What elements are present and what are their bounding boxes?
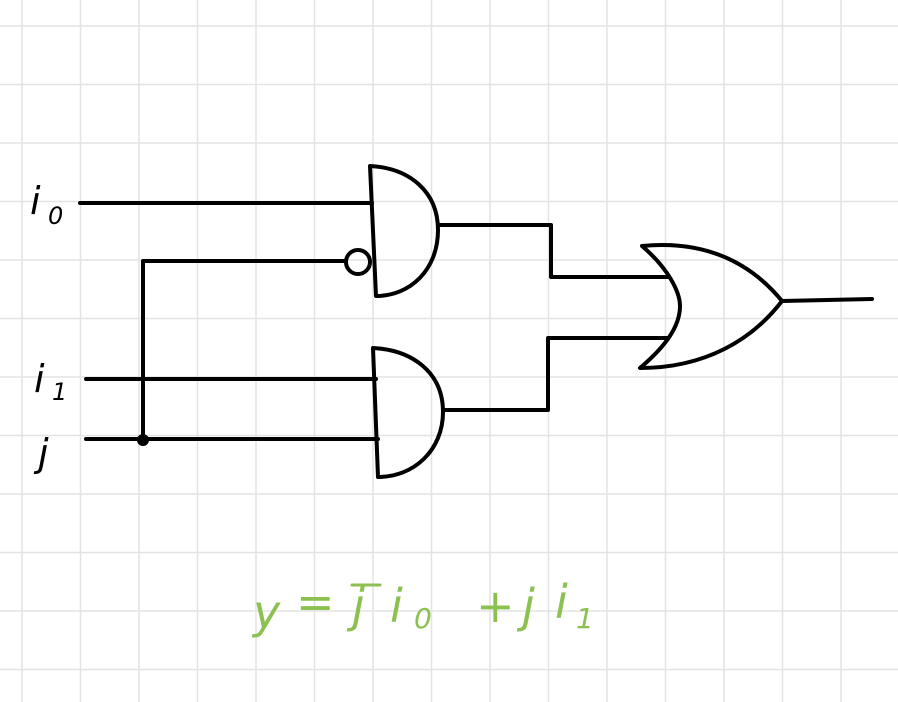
svg-text:i: i bbox=[390, 579, 403, 633]
svg-text:j: j bbox=[33, 431, 49, 475]
wire-top-and-out bbox=[437, 223, 670, 279]
wire-bottom-and-out bbox=[442, 336, 670, 412]
svg-text:=: = bbox=[296, 575, 335, 629]
inversion-bubble bbox=[344, 248, 372, 276]
svg-text:+: + bbox=[476, 579, 515, 633]
svg-text:y: y bbox=[251, 585, 281, 639]
svg-text:0: 0 bbox=[414, 602, 432, 635]
input-label-i0: i 0 bbox=[30, 179, 63, 230]
svg-text:i: i bbox=[555, 575, 568, 629]
svg-text:j: j bbox=[516, 579, 535, 633]
svg-text:i: i bbox=[34, 357, 45, 401]
wire-output bbox=[780, 297, 874, 303]
junction-dot bbox=[137, 434, 149, 446]
equation: y = j i 0 + j i 1 bbox=[251, 575, 594, 639]
or-gate bbox=[638, 243, 784, 370]
and-gate-top bbox=[368, 164, 440, 298]
svg-text:1: 1 bbox=[52, 378, 67, 406]
input-label-i1: i 1 bbox=[34, 357, 67, 406]
svg-text:1: 1 bbox=[576, 602, 594, 635]
input-label-j: j bbox=[33, 431, 49, 475]
svg-text:i: i bbox=[30, 179, 41, 223]
svg-text:j: j bbox=[346, 579, 365, 633]
and-gate-bottom bbox=[371, 346, 445, 479]
svg-text:0: 0 bbox=[48, 202, 63, 230]
